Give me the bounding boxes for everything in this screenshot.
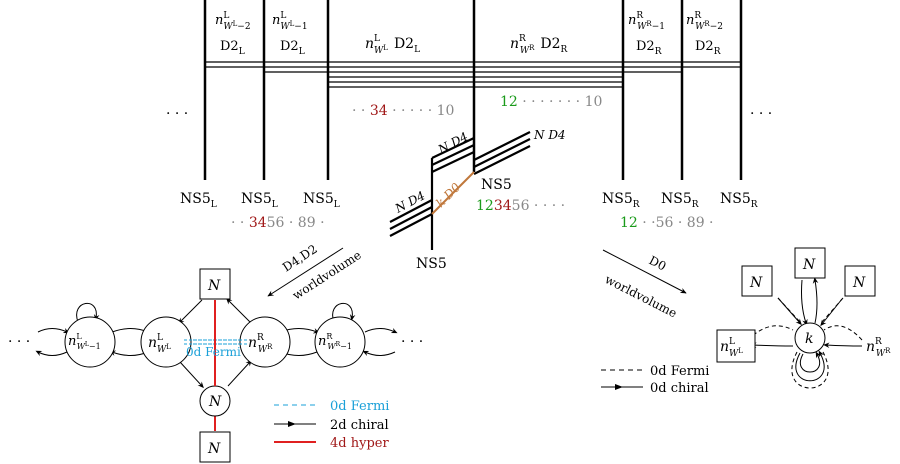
d4-upper-branes <box>431 131 531 175</box>
legend-left-fermi: 0d Fermi <box>330 399 389 414</box>
svg-text:worldvolume: worldvolume <box>603 272 680 320</box>
box-right-top-label: N <box>802 257 816 273</box>
label-ns5R-mid: NS5R <box>661 191 699 210</box>
label-ns5R-outer: NS5R <box>720 191 758 210</box>
box-right-right-label: N <box>852 275 866 291</box>
ellipsis-quiver-left: · · · <box>8 334 30 350</box>
label-d0: k D0 <box>433 180 463 210</box>
ellipsis-right-brane: · · · <box>750 106 772 122</box>
legend-right: 0d Fermi 0d chiral <box>601 364 709 396</box>
svg-text:D2R: D2R <box>695 39 721 57</box>
svg-text:D2R: D2R <box>636 39 662 57</box>
d4-lower-branes <box>389 199 433 237</box>
fermi-inline-label: 0d Fermi <box>186 345 241 359</box>
dirs-ns5-left: · · 3456 · 89 · <box>231 215 325 231</box>
dirs-ns5-right: 12 · ·56 · 89 · <box>620 215 714 231</box>
legend-left-chiral: 2d chiral <box>330 418 389 433</box>
svg-text:D4,D2: D4,D2 <box>280 242 320 275</box>
legend-right-fermi: 0d Fermi <box>650 364 709 379</box>
quiver-left <box>35 268 398 463</box>
box-right-left-label: N <box>749 275 763 291</box>
box-bottom-label: N <box>207 441 221 457</box>
ellipsis-quiver-right: · · · <box>401 334 423 350</box>
label-ns5-bottom: NS5 <box>416 256 447 272</box>
node-center-label: N <box>208 394 222 410</box>
label-ns5-center: NS5 <box>481 177 512 193</box>
dirs-left-d2: · · 34 · · · · · 10 <box>352 103 454 119</box>
label-d4-upper: N D4 <box>435 129 470 157</box>
legend-left: 0d Fermi 2d chiral 4d hyper <box>274 399 389 451</box>
svg-text:D2L: D2L <box>280 39 305 57</box>
label-ns5L-inner: NS5L <box>303 191 340 210</box>
dirs-right-d2: 12 · · · · · · · 10 <box>500 94 602 110</box>
box-top-label: N <box>207 278 221 294</box>
label-ns5L-outer: NS5L <box>180 191 217 210</box>
svg-text:D2L: D2L <box>220 39 245 57</box>
legend-left-hyper: 4d hyper <box>330 436 389 451</box>
label-ns5L-mid: NS5L <box>241 191 278 210</box>
svg-text:D0: D0 <box>647 253 669 273</box>
d2-branes <box>205 61 741 88</box>
node-k-label: k <box>805 331 813 347</box>
quiver-right <box>716 247 900 389</box>
legend-right-chiral: 0d chiral <box>650 381 709 396</box>
label-ns5R-inner: NS5R <box>602 191 640 210</box>
arrow-right: D0 worldvolume <box>603 249 687 320</box>
ellipsis-left-brane: · · · <box>166 106 188 122</box>
dirs-ns5-center: 123456 · · · · <box>476 198 565 214</box>
arrow-left: D4,D2 worldvolume <box>267 242 364 303</box>
label-d4-upper-right: N D4 <box>533 128 566 142</box>
d0-brane <box>431 171 475 215</box>
